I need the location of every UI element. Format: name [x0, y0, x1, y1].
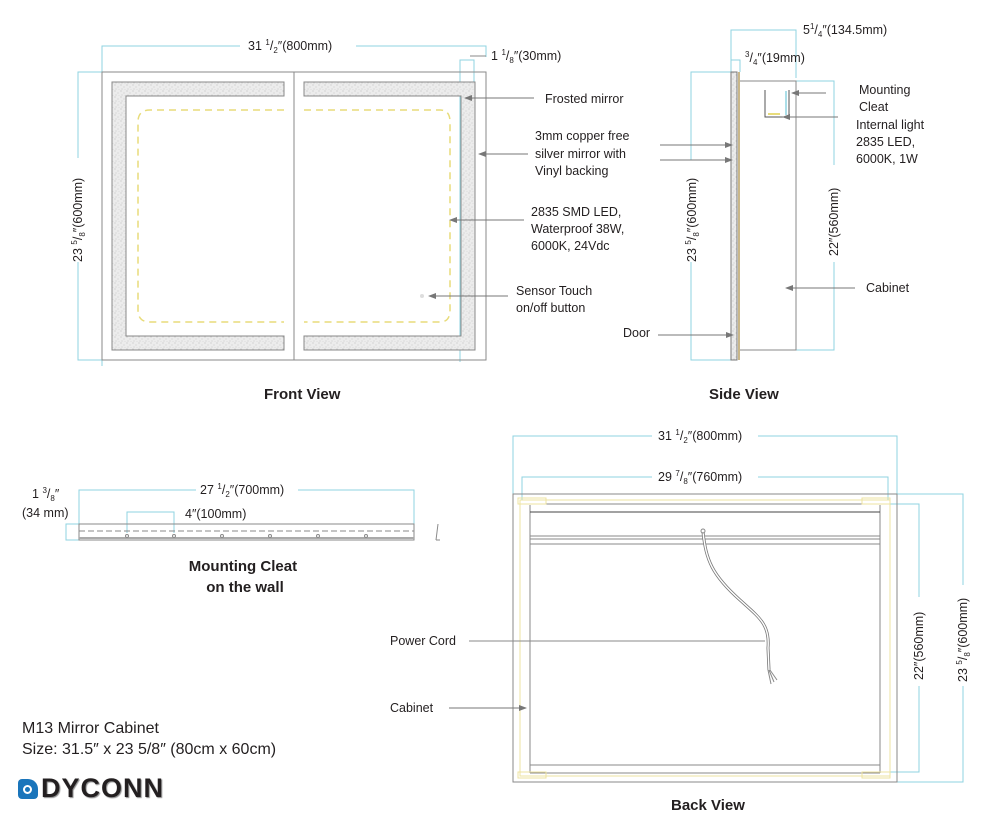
- product-size: Size: 31.5″ x 23 5/8″ (80cm x 60cm): [22, 741, 277, 758]
- back-inner-height-lines: [890, 503, 920, 773]
- side-mounting-cleat: [764, 90, 790, 118]
- cleat-title: Mounting Cleat on the wall: [189, 558, 302, 596]
- back-view: 31 1/2″(800mm) 29 7/8″(760mm) 22″(560mm)…: [390, 428, 972, 814]
- front-edge-label: 1 1/8″(30mm): [491, 48, 561, 65]
- back-outer-height-label: 23 5/8″(600mm): [955, 598, 972, 682]
- side-view: 51/4″(134.5mm) 3/4″(19mm) 23 5/8″(600mm)…: [623, 22, 928, 403]
- back-cabinet-walls: [529, 503, 881, 774]
- side-height-dimension-lines: [690, 71, 731, 361]
- cleat-body: [78, 523, 415, 541]
- cleat-length-dimension-lines: [78, 489, 415, 524]
- callout-silver-mirror: 3mm copper free silver mirror with Vinyl…: [535, 129, 633, 178]
- back-outer-height-lines: [897, 493, 964, 783]
- front-width-dimension: 31 1/2″(800mm): [101, 38, 487, 366]
- sensor-touch-button: [420, 294, 424, 298]
- side-door-dimension-lines: [730, 59, 741, 72]
- callout-smd-led: 2835 SMD LED, Waterproof 38W, 6000K, 24V…: [531, 205, 628, 253]
- side-depth-dimension-lines: [730, 29, 797, 78]
- product-info: M13 Mirror Cabinet Size: 31.5″ x 23 5/8″…: [22, 718, 276, 760]
- side-cabinet-height-label: 22″(560mm): [827, 188, 841, 256]
- side-door-depth-label: 3/4″(19mm): [745, 50, 805, 67]
- cleat-height-label: 1 3/8″ (34 mm): [22, 486, 69, 520]
- side-cabinet-body: [740, 80, 797, 351]
- back-view-title: Back View: [671, 797, 745, 814]
- back-inner-height-label: 22″(560mm): [912, 612, 926, 680]
- cleat-spacing-label: 4″(100mm): [185, 507, 246, 521]
- back-inner-width-label: 29 7/8″(760mm): [658, 469, 742, 486]
- side-door-panel: [730, 71, 738, 361]
- cleat-profile: [435, 523, 440, 541]
- side-cabinet-height-lines: [796, 80, 835, 351]
- cleat-spacing-dimension-lines: [126, 511, 175, 533]
- droplet-eye-icon: [18, 778, 38, 799]
- front-height-label: 23 5/8″(600mm): [70, 178, 87, 262]
- cleat-screw-holes: [125, 534, 368, 538]
- side-depth-label: 51/4″(134.5mm): [803, 22, 887, 39]
- back-led-frame: [519, 499, 891, 777]
- front-view: 31 1/2″(800mm) 1 1/8″(30mm) 23 5/8″(600m…: [70, 38, 633, 403]
- callout-sensor-touch: Sensor Touch on/off button: [516, 284, 596, 315]
- callout-door: Door: [623, 326, 650, 340]
- callout-frosted-mirror: Frosted mirror: [545, 92, 623, 106]
- brand-logo: DYCONN: [18, 773, 164, 804]
- front-edge-dimension: 1 1/8″(30mm): [459, 48, 561, 362]
- product-name: M13 Mirror Cabinet: [22, 720, 159, 737]
- side-view-title: Side View: [709, 386, 779, 403]
- callout-mounting-cleat: Mounting Cleat: [859, 83, 914, 114]
- right-led-strip: [304, 109, 451, 323]
- side-height-label: 23 5/8″(600mm): [684, 178, 701, 262]
- front-width-label: 31 1/2″(800mm): [248, 38, 332, 55]
- left-frosted-border: [111, 81, 285, 351]
- back-inner-width-lines: [521, 476, 889, 500]
- callout-power-cord: Power Cord: [390, 634, 456, 648]
- cleat-length-label: 27 1/2″(700mm): [200, 482, 284, 499]
- back-outer-frame: [512, 493, 898, 783]
- callout-cabinet-side: Cabinet: [866, 281, 910, 295]
- callout-internal-light: Internal light 2835 LED, 6000K, 1W: [856, 118, 928, 166]
- back-outer-width-lines: [512, 435, 898, 494]
- mounting-cleat-view: 27 1/2″(700mm) 4″(100mm) 1 3/8″ (34 mm) …: [22, 482, 440, 596]
- right-frosted-border: [303, 81, 476, 351]
- left-led-strip: [137, 109, 284, 323]
- back-outer-width-label: 31 1/2″(800mm): [658, 428, 742, 445]
- callout-cabinet-back: Cabinet: [390, 701, 434, 715]
- power-cord: [700, 528, 778, 685]
- brand-name: DYCONN: [41, 773, 165, 803]
- front-view-title: Front View: [264, 386, 341, 403]
